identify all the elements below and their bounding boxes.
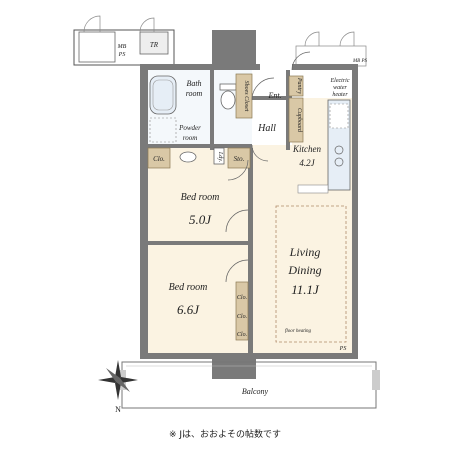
cupboard-label: Cupboard bbox=[296, 108, 302, 133]
bedroom1-label: Bed room bbox=[181, 192, 220, 203]
mb-ps-label-2: PS bbox=[118, 52, 126, 58]
closet-label-3: Clo. bbox=[237, 332, 247, 338]
hall-label: Hall bbox=[257, 123, 276, 134]
walls bbox=[140, 30, 358, 379]
kitchen-size: 4.2J bbox=[299, 158, 315, 168]
bedroom1-size: 5.0J bbox=[189, 212, 212, 227]
compass-label: N bbox=[115, 405, 121, 414]
compass-icon bbox=[98, 360, 138, 400]
mb-ps-label-1: MB bbox=[117, 44, 127, 50]
bath-fixtures bbox=[149, 75, 237, 165]
labels: MB PS TR MB PS Bath room Shoes Closet En… bbox=[115, 41, 367, 440]
bath-label-2: room bbox=[186, 89, 203, 98]
floor-heating-area bbox=[275, 205, 347, 343]
kitchen-label: Kitchen bbox=[292, 144, 321, 154]
living-size: 11.1J bbox=[291, 282, 320, 297]
doors bbox=[225, 51, 311, 283]
bath-label-1: Bath bbox=[186, 79, 201, 88]
closet-label-2: Clo. bbox=[237, 314, 247, 320]
ent-label: Ent. bbox=[267, 91, 281, 100]
footnote: ※ Jは、おおよその帖数です bbox=[169, 428, 281, 440]
mb-ps-right-label: MB PS bbox=[352, 59, 368, 64]
floor-heating-label: floor heating bbox=[285, 329, 311, 334]
ldy-label: Ldy. bbox=[217, 151, 223, 162]
sto-label: Sto. bbox=[234, 155, 245, 163]
closets bbox=[147, 73, 304, 341]
powder-label-2: room bbox=[183, 134, 198, 142]
top-shafts bbox=[73, 15, 367, 67]
shoe-closet-label: Shoes Closet bbox=[243, 81, 249, 112]
pantry-label: Pantry bbox=[296, 77, 302, 95]
bedroom2-label: Bed room bbox=[169, 282, 208, 293]
closet-label-1: Clo. bbox=[237, 295, 247, 301]
living-label-1: Living bbox=[289, 245, 321, 259]
water-heater-label-1: Electric bbox=[330, 78, 350, 84]
balcony-label: Balcony bbox=[242, 387, 269, 396]
living-label-2: Dining bbox=[287, 263, 321, 277]
clo-left-label: Clo. bbox=[153, 155, 165, 163]
tr-label: TR bbox=[150, 41, 159, 49]
powder-label-1: Powder bbox=[178, 124, 201, 132]
bedroom2-size: 6.6J bbox=[177, 302, 200, 317]
water-heater-label-2: water bbox=[333, 85, 347, 91]
kitchen-counter bbox=[297, 99, 351, 194]
ps-bottom-label: PS bbox=[339, 346, 347, 352]
water-heater-label-3: heater bbox=[332, 92, 348, 98]
